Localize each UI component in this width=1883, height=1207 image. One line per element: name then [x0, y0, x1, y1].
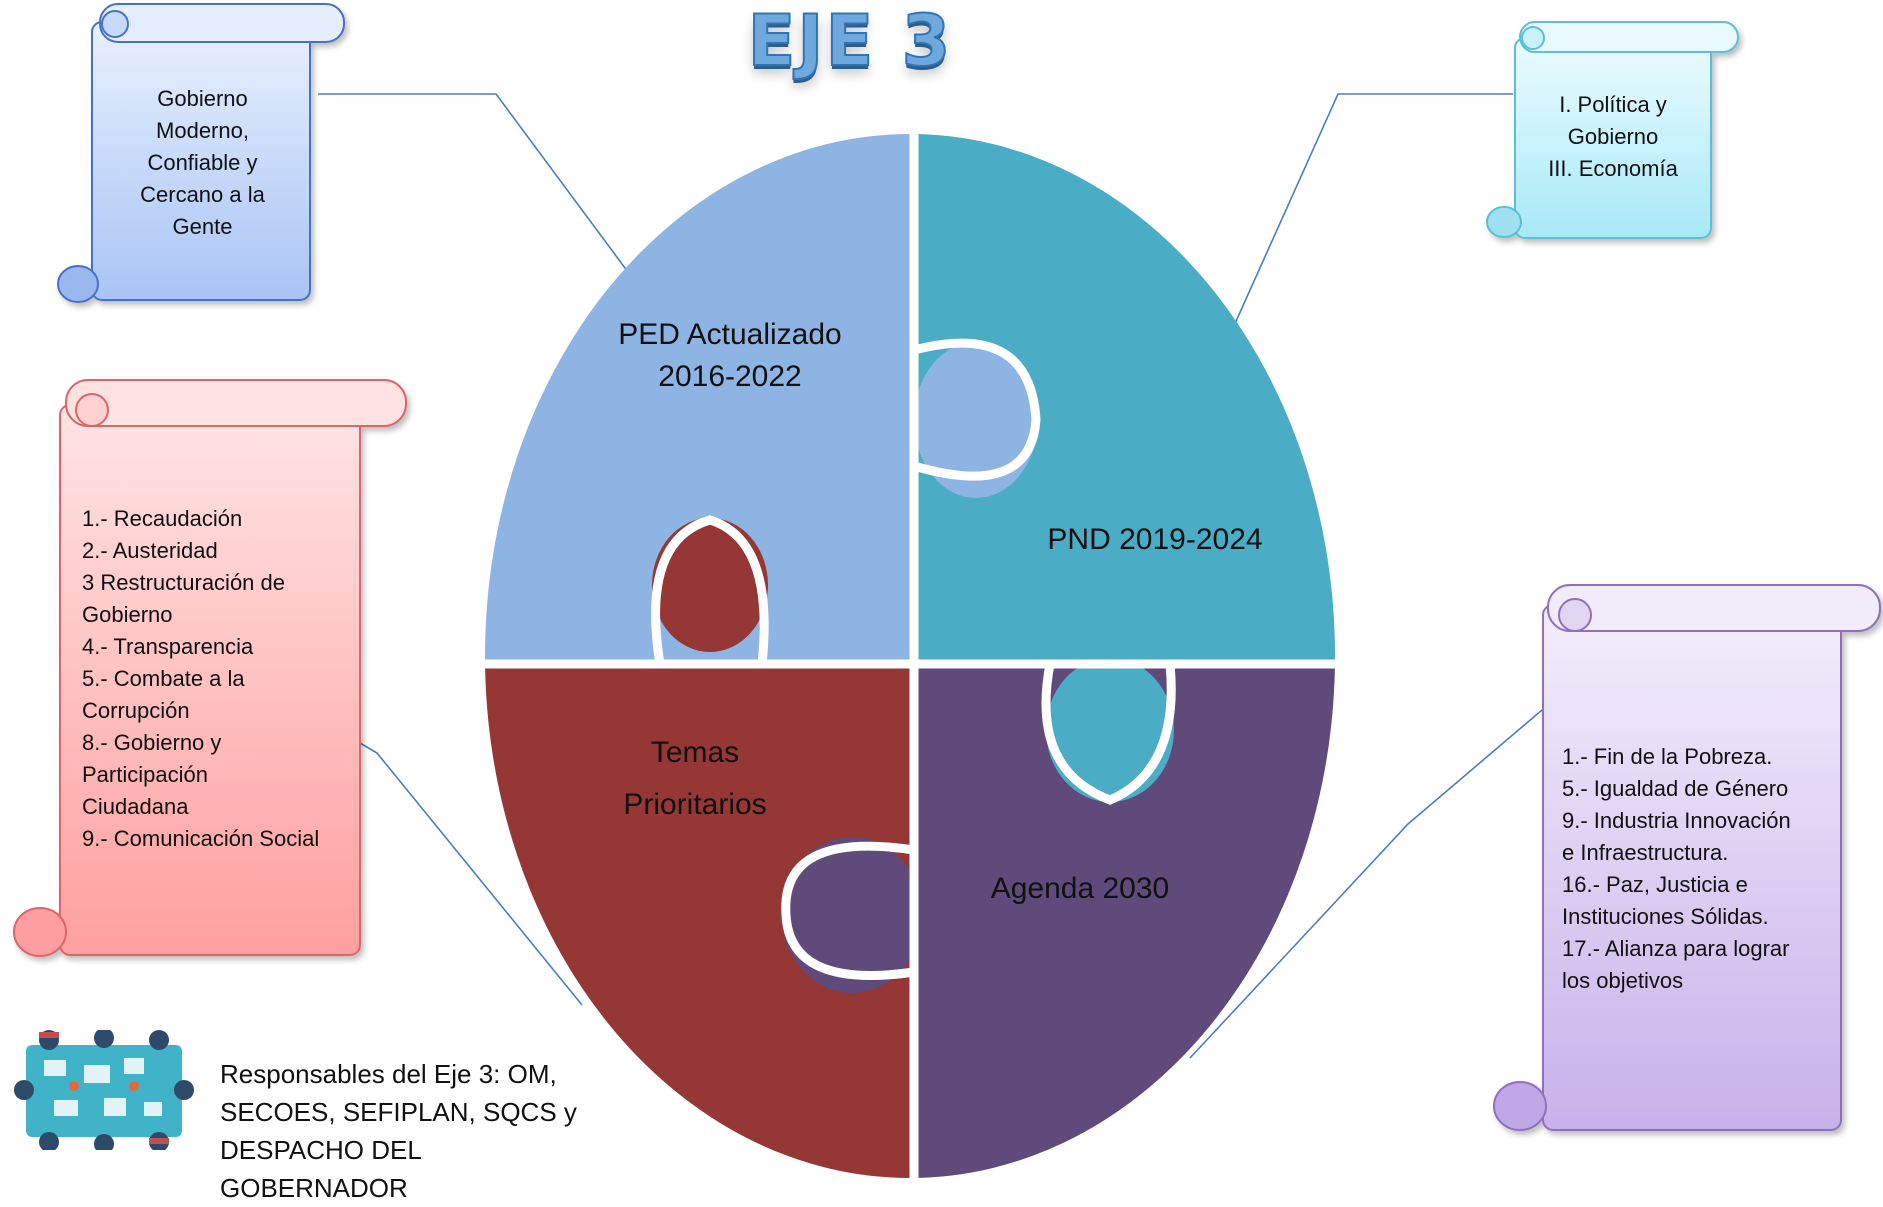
scroll-line: 5.- Combate a la	[82, 666, 245, 691]
puzzle-tab-bottom-center	[782, 837, 922, 993]
label-line: PND 2019-2024	[1047, 523, 1263, 556]
label-line: PED Actualizado	[618, 318, 842, 351]
responsables-line: Responsables del Eje 3: OM,	[220, 1059, 557, 1089]
scroll-line: Participación	[82, 762, 208, 787]
responsables-line: GOBERNADOR	[220, 1173, 408, 1203]
connector-blue	[318, 93, 629, 273]
label-pnd: PND 2019-2024	[1005, 519, 1305, 561]
scroll-line: Gobierno	[82, 602, 173, 627]
scroll-blue	[57, 3, 345, 303]
scroll-line: 1.- Recaudación	[82, 506, 243, 531]
scroll-line: Gente	[172, 214, 233, 239]
scroll-line: Ciudadana	[82, 794, 189, 819]
puzzle-tab-top-right	[914, 342, 1038, 498]
scroll-line: Confiable y	[147, 150, 258, 175]
connector-purple	[1189, 709, 1543, 1059]
scroll-line: Instituciones Sólidas.	[1562, 904, 1769, 929]
diagram-title: EJE 3	[747, 0, 953, 83]
scroll-line: 5.- Igualdad de Género	[1562, 776, 1789, 801]
scroll-line: 9.- Industria Innovación	[1562, 808, 1791, 833]
responsables-text: Responsables del Eje 3: OM, SECOES, SEFI…	[220, 1055, 620, 1207]
scroll-purple	[1493, 584, 1881, 1131]
scroll-line: 8.- Gobierno y	[82, 730, 222, 755]
scroll-line: 2.- Austeridad	[82, 538, 218, 563]
scroll-red-text: 1.- Recaudación 2.- Austeridad 3 Restruc…	[82, 503, 367, 855]
scroll-line: 1.- Fin de la Pobreza.	[1562, 744, 1773, 769]
scroll-line: los objetivos	[1562, 968, 1684, 993]
meeting-illustration	[14, 1030, 194, 1150]
scroll-line: III. Economía	[1548, 156, 1678, 181]
scroll-line: 3 Restructuración de	[82, 570, 285, 595]
scroll-line: Corrupción	[82, 698, 190, 723]
responsables-line: DESPACHO DEL	[220, 1135, 422, 1165]
connector-red	[359, 742, 583, 1006]
scroll-line: Gobierno	[1567, 124, 1659, 149]
scroll-line: e Infraestructura.	[1562, 840, 1729, 865]
scroll-red	[13, 379, 407, 957]
label-agenda: Agenda 2030	[930, 868, 1230, 910]
puzzle-seams	[485, 134, 1335, 1178]
scroll-line: 16.- Paz, Justicia e	[1562, 872, 1748, 897]
scroll-blue-text: Gobierno Moderno, Confiable y Cercano a …	[110, 83, 295, 243]
scroll-purple-text: 1.- Fin de la Pobreza. 5.- Igualdad de G…	[1562, 741, 1832, 997]
label-line: Agenda 2030	[990, 872, 1170, 905]
scroll-line: Moderno,	[156, 118, 249, 143]
scroll-line: 4.- Transparencia	[82, 634, 254, 659]
label-line: 2016-2022	[658, 360, 802, 393]
scroll-line: 17.- Alianza para lograr	[1562, 936, 1790, 961]
scroll-cyan-text: I. Política y Gobierno III. Economía	[1518, 89, 1708, 185]
connector-lines	[318, 93, 1543, 1059]
puzzle-tab-bottom-right	[1046, 658, 1174, 802]
puzzle-oval	[485, 134, 1335, 1178]
label-line: Temas	[650, 736, 740, 769]
connector-cyan	[1232, 93, 1513, 329]
scroll-line: Cercano a la	[140, 182, 265, 207]
scroll-line: I. Política y	[1559, 92, 1667, 117]
responsables-line: SECOES, SEFIPLAN, SQCS y	[220, 1097, 577, 1127]
label-temas: Temas Prioritarios	[560, 727, 830, 831]
scroll-cyan	[1486, 21, 1739, 239]
puzzle-tab-bottom-left	[652, 518, 768, 652]
label-line: Prioritarios	[623, 788, 767, 821]
scroll-line: Gobierno	[157, 86, 248, 111]
label-ped: PED Actualizado 2016-2022	[580, 314, 880, 398]
scroll-line: 9.- Comunicación Social	[82, 826, 320, 851]
